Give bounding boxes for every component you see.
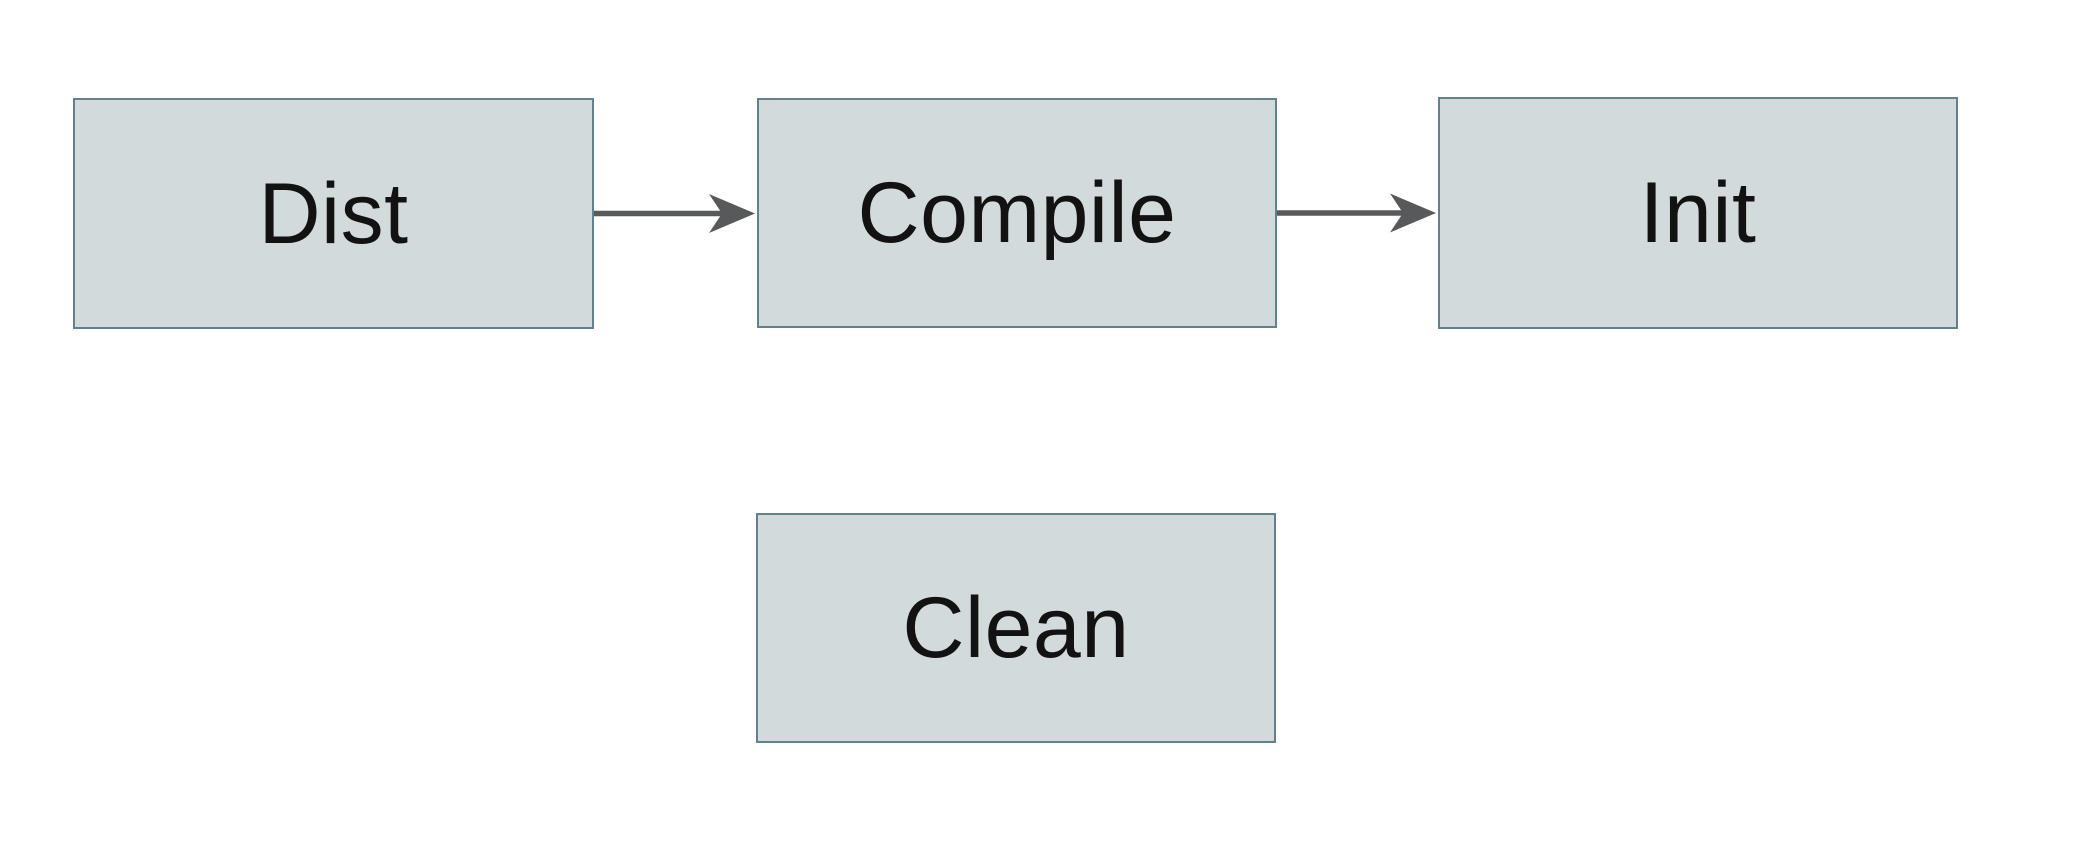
diagram-node-clean[interactable]: Clean — [756, 513, 1276, 743]
connector-arrow-dist-to-compile — [594, 194, 755, 233]
arrowhead-icon — [1390, 193, 1436, 233]
arrowhead-icon — [709, 194, 755, 233]
node-label-dist: Dist — [258, 165, 409, 262]
node-label-init: Init — [1639, 165, 1757, 261]
diagram-node-compile[interactable]: Compile — [757, 98, 1277, 328]
node-label-compile: Compile — [857, 165, 1177, 261]
node-label-clean: Clean — [902, 580, 1130, 676]
diagram-node-dist[interactable]: Dist — [73, 98, 594, 329]
diagram-node-init[interactable]: Init — [1438, 97, 1958, 329]
connector-arrow-compile-to-init — [1277, 193, 1436, 233]
